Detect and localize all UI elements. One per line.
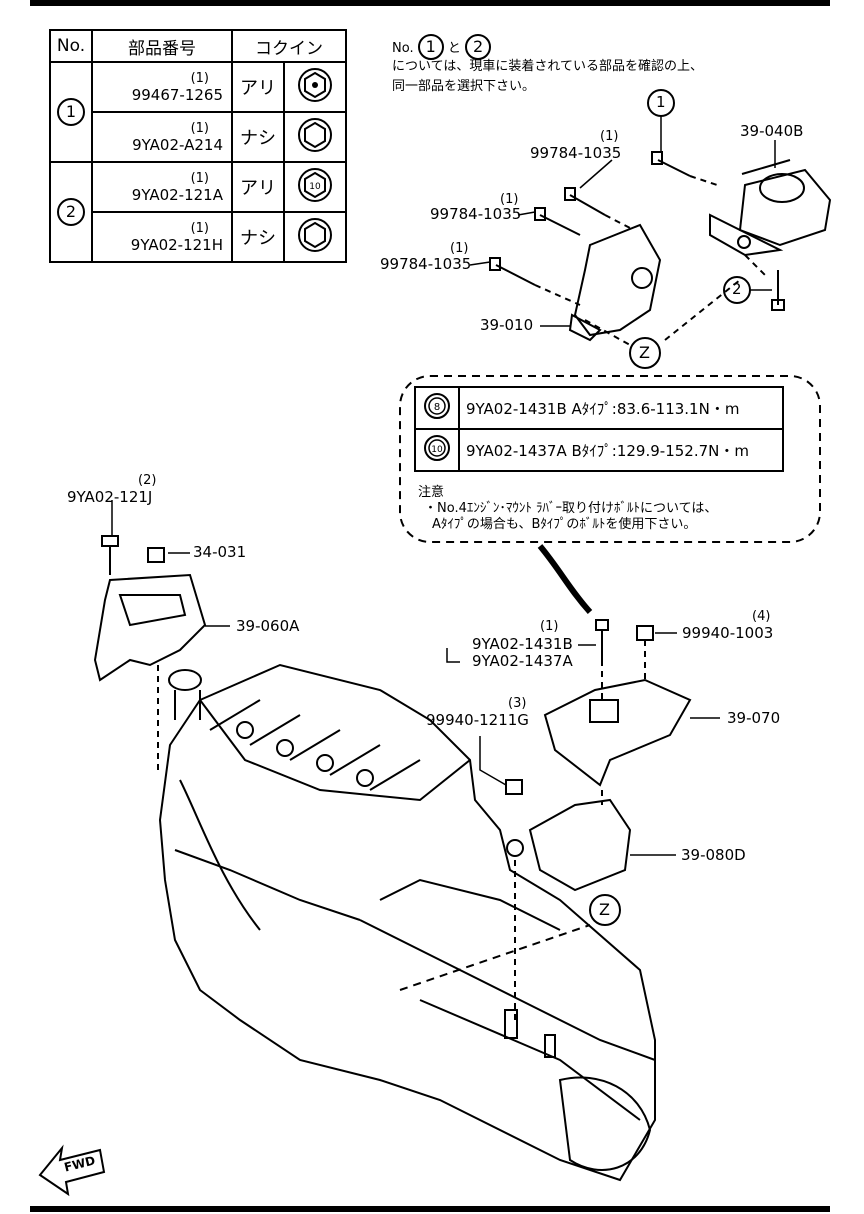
spec-note-title: 注意 (418, 485, 445, 500)
bolt-mark-10-icon: 10 (414, 428, 460, 472)
note-top: No. 1 と 2 (392, 34, 492, 60)
bolt-mark-8-icon: 8 (414, 386, 460, 430)
label-39-060a: 39-060A (236, 617, 300, 635)
callout-1: 1 (656, 93, 666, 111)
part-cell: (1)9YA02-121A (91, 161, 233, 213)
label-qty: (3) (508, 696, 527, 711)
bolt-head-marked-icon (283, 61, 347, 113)
group-no-2: 2 (49, 161, 93, 263)
spec-row-b: 9YA02-1437A Bﾀｲﾌﾟ:129.9-152.7N・m (458, 428, 784, 472)
spec-note-line1: ・No.4ｴﾝｼﾞﾝ･ﾏｳﾝﾄ ﾗﾊﾞｰ取り付けﾎﾞﾙﾄについては、 (424, 501, 718, 516)
bolt-head-plain-icon (283, 211, 347, 263)
label-39-040b: 39-040B (740, 122, 804, 140)
label-34-031: 34-031 (193, 543, 247, 561)
header-kokuin: コクイン (231, 29, 347, 63)
label-99784-1035-b: 99784-1035 (430, 205, 522, 223)
callout-2-icon: 2 (465, 34, 492, 60)
label-39-010: 39-010 (480, 316, 534, 334)
label-99940-1003: 99940-1003 (682, 624, 774, 642)
part-cell: (1)9YA02-121H (91, 211, 233, 263)
label-39-080d: 39-080D (681, 846, 746, 864)
label-99784-1035-a: 99784-1035 (530, 144, 622, 162)
kokuin-cell: アリ (231, 161, 285, 213)
header-no: No. (49, 29, 93, 63)
label-99940-1211g: 99940-1211G (426, 711, 529, 729)
bolt-head-10-icon: 10 (283, 161, 347, 213)
label-qty: (1) (600, 129, 619, 144)
bolt-head-plain-icon (283, 111, 347, 163)
label-qty: (4) (752, 609, 771, 624)
part-cell: (1)9YA02-A214 (91, 111, 233, 163)
parts-table: No. 部品番号 コクイン 1 (1)99467-1265 アリ (1)9YA0… (49, 29, 347, 263)
callout-z-upper: Z (639, 343, 650, 362)
label-39-070: 39-070 (727, 709, 781, 727)
callout-z-lower: Z (599, 900, 610, 919)
label-qty: (1) (540, 619, 559, 634)
group-no-1: 1 (49, 61, 93, 163)
label-9ya02-1431b: 9YA02-1431B (472, 635, 573, 653)
label-qty: (1) (500, 192, 519, 207)
label-9ya02-1437a: 9YA02-1437A (472, 652, 573, 670)
label-99784-1035-c: 99784-1035 (380, 255, 472, 273)
part-cell: (1)99467-1265 (91, 61, 233, 113)
spec-note-line2: Aﾀｲﾌﾟの場合も、Bﾀｲﾌﾟのﾎﾞﾙﾄを使用下さい。 (432, 517, 697, 532)
svg-text:8: 8 (434, 402, 440, 413)
svg-text:10: 10 (309, 182, 321, 192)
spec-row-a: 9YA02-1431B Aﾀｲﾌﾟ:83.6-113.1N・m (458, 386, 784, 430)
kokuin-cell: ナシ (231, 111, 285, 163)
kokuin-cell: ナシ (231, 211, 285, 263)
top-rule (30, 0, 830, 6)
header-part-number: 部品番号 (91, 29, 233, 63)
label-qty: (1) (450, 241, 469, 256)
callout-1-icon: 1 (417, 34, 444, 60)
svg-text:10: 10 (431, 445, 443, 455)
callout-2: 2 (732, 280, 742, 298)
bottom-rule (30, 1206, 830, 1212)
kokuin-cell: アリ (231, 61, 285, 113)
note-top-line1: については、現車に装着されている部品を確認の上、 (392, 59, 703, 74)
label-qty: (2) (138, 473, 157, 488)
label-9ya02-121j: 9YA02-121J (67, 488, 153, 506)
torque-spec-table: 8 9YA02-1431B Aﾀｲﾌﾟ:83.6-113.1N・m 10 9YA… (414, 386, 784, 472)
note-top-line2: 同一部品を選択下さい。 (392, 79, 536, 94)
